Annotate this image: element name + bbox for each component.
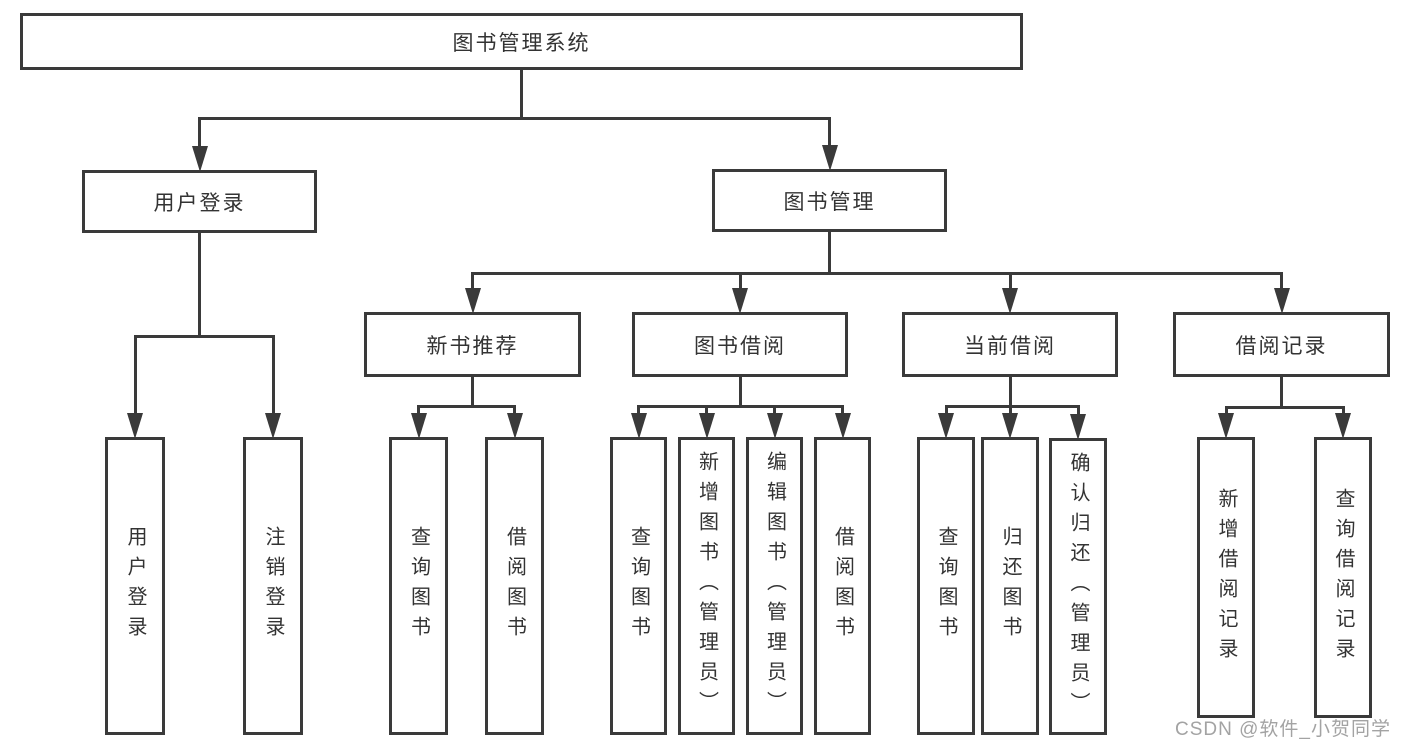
connector-segment (1008, 273, 1012, 288)
node-label: 借阅图书 (831, 526, 854, 646)
node-leaf-confirm-return: 确认归还（管理员） (1049, 438, 1107, 735)
arrowhead-down-icon (265, 413, 281, 439)
connector-segment (1280, 273, 1283, 288)
node-leaf-borrow-book-rec: 借阅图书 (485, 437, 544, 735)
node-leaf-query-borrow-rec: 查询借阅记录 (1314, 437, 1372, 718)
connector-segment (133, 334, 275, 338)
arrowhead-down-icon (1218, 413, 1234, 439)
node-root: 图书管理系统 (20, 13, 1023, 70)
connector-segment (944, 406, 948, 413)
node-label: 当前借阅 (964, 334, 1056, 358)
node-label: 用户登录 (153, 191, 246, 215)
connector-segment (471, 273, 474, 288)
arrowhead-down-icon (732, 288, 748, 314)
arrowhead-down-icon (410, 413, 427, 439)
node-leaf-query-book-rec: 查询图书 (389, 437, 448, 735)
node-label: 归还图书 (999, 526, 1021, 646)
connector-segment (828, 118, 831, 145)
connector-segment (198, 118, 201, 146)
arrowhead-down-icon (938, 413, 954, 439)
arrowhead-down-icon (1070, 414, 1086, 440)
node-leaf-borrow-book-bor: 借阅图书 (814, 437, 871, 735)
node-leaf-query-book-bor: 查询图书 (610, 437, 667, 735)
node-label: 新增借阅记录 (1215, 487, 1237, 668)
connector-segment (133, 336, 137, 413)
connector-segment (944, 404, 1080, 408)
node-label: 图书管理 (783, 190, 876, 214)
connector-segment (738, 377, 742, 408)
node-label: 查询借阅记录 (1332, 487, 1354, 668)
connector-segment (637, 404, 844, 408)
arrowhead-down-icon (1002, 288, 1018, 314)
connector-segment (637, 406, 640, 413)
arrowhead-down-icon (127, 413, 143, 439)
connector-segment (417, 404, 516, 408)
arrowhead-down-icon (834, 413, 851, 439)
connector-segment (471, 377, 474, 408)
node-new-book-recommend: 新书推荐 (364, 312, 581, 377)
arrowhead-down-icon (191, 146, 208, 172)
node-leaf-user-login: 用户登录 (105, 437, 165, 735)
node-label: 新书推荐 (426, 334, 519, 358)
connector-segment (198, 116, 831, 120)
connector-segment (1341, 407, 1345, 413)
node-user-login: 用户登录 (82, 170, 317, 233)
connector-segment (471, 271, 1283, 275)
node-leaf-query-book-cur: 查询图书 (917, 437, 975, 735)
connector-segment (1224, 405, 1345, 409)
node-label: 查询图书 (935, 526, 957, 646)
node-label: 新增图书（管理员） (695, 451, 718, 721)
node-label: 编辑图书（管理员） (763, 451, 786, 721)
node-book-management: 图书管理 (712, 169, 947, 232)
arrowhead-down-icon (630, 413, 647, 439)
node-leaf-logout: 注销登录 (243, 437, 303, 735)
node-borrowing-records: 借阅记录 (1173, 312, 1390, 377)
connector-segment (773, 406, 776, 413)
connector-segment (1008, 406, 1012, 413)
connector-segment (198, 233, 201, 338)
arrowhead-down-icon (506, 413, 523, 439)
connector-segment (1008, 377, 1012, 408)
connector-segment (705, 406, 708, 413)
node-label: 用户登录 (124, 526, 146, 646)
node-label: 借阅图书 (503, 526, 526, 646)
connector-segment (738, 273, 742, 288)
connector-segment (513, 406, 516, 413)
node-label: 图书借阅 (694, 334, 786, 358)
connector-segment (841, 406, 844, 413)
connector-segment (520, 70, 523, 120)
connector-segment (1076, 406, 1080, 414)
node-label: 查询图书 (627, 526, 650, 646)
node-leaf-add-book-admin: 新增图书（管理员） (678, 437, 735, 735)
node-label: 图书管理系统 (452, 31, 591, 55)
arrowhead-down-icon (1335, 413, 1351, 439)
csdn-watermark: CSDN @软件_小贺同学 (1175, 719, 1391, 740)
connector-segment (417, 406, 420, 413)
connector-segment (828, 232, 831, 275)
arrowhead-down-icon (821, 145, 838, 171)
node-current-borrowing: 当前借阅 (902, 312, 1118, 377)
arrowhead-down-icon (1002, 413, 1018, 439)
connector-segment (271, 336, 275, 413)
arrowhead-down-icon (1273, 288, 1290, 314)
node-label: 注销登录 (262, 526, 284, 646)
arrowhead-down-icon (698, 413, 715, 439)
node-book-borrowing: 图书借阅 (632, 312, 848, 377)
node-label: 借阅记录 (1235, 334, 1328, 358)
connector-segment (1280, 377, 1283, 409)
arrowhead-down-icon (766, 413, 783, 439)
node-leaf-return-book: 归还图书 (981, 437, 1039, 735)
arrowhead-down-icon (464, 288, 481, 314)
node-leaf-edit-book-admin: 编辑图书（管理员） (746, 437, 803, 735)
node-leaf-add-borrow-rec: 新增借阅记录 (1197, 437, 1255, 718)
connector-segment (1224, 407, 1228, 413)
node-label: 确认归还（管理员） (1067, 451, 1089, 722)
node-label: 查询图书 (407, 526, 430, 646)
